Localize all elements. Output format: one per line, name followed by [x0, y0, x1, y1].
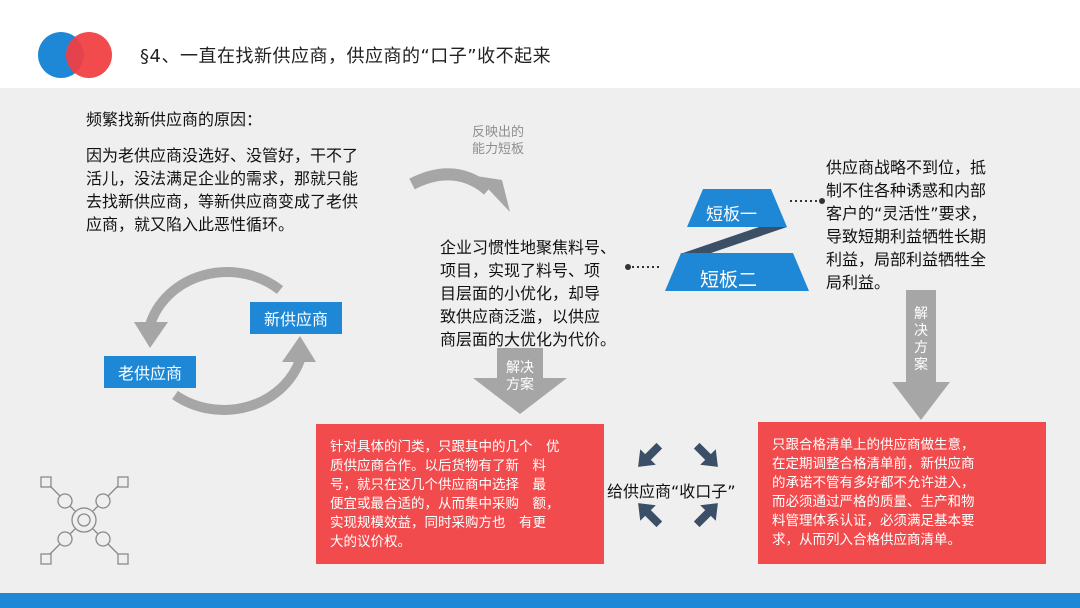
right-line: 导致短期利益牺牲长期 — [826, 227, 987, 246]
page-title: §4、一直在找新供应商，供应商的“口子”收不起来 — [140, 46, 552, 67]
solution-label-middle: 解决 方案 — [490, 360, 550, 394]
middle-paragraph: 企业习惯性地聚焦料号、 项目，实现了料号、项 目层面的小优化，却导 致供应商泛滥… — [440, 236, 616, 351]
right-solution-line: 而必须通过严格的质量、生产和物 — [772, 494, 975, 510]
solution-char: 方 — [914, 340, 928, 356]
middle-line: 项目，实现了料号、项 — [440, 261, 601, 280]
converge-arrows-icon — [638, 442, 718, 528]
shortboard-pyramid — [665, 189, 809, 291]
left-solution-box: 针对具体的门类，只跟其中的几个 优 质供应商合作。以后货物有了新 料 号，就只在… — [316, 424, 604, 564]
right-line: 局利益。 — [826, 273, 891, 292]
right-paragraph: 供应商战略不到位，抵 制不住各种诱惑和内部 客户的“灵活性”要求， 导致短期利益… — [826, 156, 987, 294]
reasons-line: 应商，就又陷入此恶性循环。 — [86, 215, 295, 234]
logo-circles — [38, 32, 112, 78]
right-solution-box: 只跟合格清单上的供应商做生意， 在定期调整合格清单前，新供应商 的承诺不管有多好… — [758, 422, 1046, 564]
capability-gap-label: 反映出的 能力短板 — [458, 124, 538, 158]
left-solution-line: 大的议价权。 — [330, 534, 411, 550]
middle-line: 致供应商泛滥，以供应 — [440, 307, 601, 326]
reasons-heading: 频繁找新供应商的原因： — [86, 110, 263, 129]
solution-char: 解 — [914, 306, 928, 322]
left-solution-line: 针对具体的门类，只跟其中的几个 优 — [330, 439, 560, 455]
dotted-connector-right — [790, 198, 825, 204]
right-solution-line: 在定期调整合格清单前，新供应商 — [772, 456, 975, 472]
right-line: 客户的“灵活性”要求， — [826, 204, 987, 223]
right-line: 制不住各种诱惑和内部 — [826, 181, 987, 200]
right-line: 供应商战略不到位，抵 — [826, 158, 987, 177]
new-supplier-label: 新供应商 — [250, 302, 342, 334]
solution-char: 决 — [914, 323, 928, 339]
footer-bar — [0, 593, 1080, 608]
solution-label-right: 解 决 方 案 — [910, 306, 932, 374]
network-icon — [40, 476, 129, 565]
reasons-line: 因为老供应商没选好、没管好，干不了 — [86, 146, 359, 165]
right-solution-line: 求，从而列入合格供应商清单。 — [772, 532, 961, 548]
capability-gap-line: 反映出的 — [471, 125, 524, 140]
middle-line: 企业习惯性地聚焦料号、 — [440, 238, 617, 257]
right-solution-line: 料管理体系认证，必须满足基本要 — [772, 513, 975, 529]
shortboard-two-label: 短板二 — [700, 269, 758, 291]
solution-arrow-middle — [473, 348, 567, 414]
left-solution-line: 实现规模效益，同时采购方也 有更 — [330, 515, 546, 531]
solution-char: 案 — [914, 357, 928, 373]
header-bar: §4、一直在找新供应商，供应商的“口子”收不起来 — [0, 0, 1080, 88]
middle-line: 目层面的小优化，却导 — [440, 284, 601, 303]
converge-label: 给供应商“收口子” — [607, 482, 736, 501]
dotted-connector-left — [625, 264, 660, 270]
reasons-paragraph: 因为老供应商没选好、没管好，干不了 活儿，没法满足企业的需求，那就只能 去找新供… — [86, 144, 358, 236]
left-solution-line: 质供应商合作。以后货物有了新 料 — [330, 458, 546, 474]
reasons-line: 去找新供应商，等新供应商变成了老供 — [86, 192, 359, 211]
right-line: 利益，局部利益牺牲全 — [826, 250, 987, 269]
middle-line: 商层面的大优化为代价。 — [440, 330, 617, 349]
shortboard-one-label: 短板一 — [706, 205, 757, 225]
capability-gap-line: 能力短板 — [471, 142, 524, 157]
cycle-arrows — [134, 267, 316, 415]
right-solution-line: 的承诺不管有多好都不允许进入， — [772, 475, 975, 491]
reasons-line: 活儿，没法满足企业的需求，那就只能 — [86, 169, 359, 188]
right-solution-line: 只跟合格清单上的供应商做生意， — [772, 437, 975, 453]
left-solution-line: 便宜或最合适的，从而集中采购 额， — [330, 496, 560, 512]
left-solution-line: 号，就只在这几个供应商中选择 最 — [330, 477, 546, 493]
old-supplier-label: 老供应商 — [104, 356, 196, 388]
capability-arrow — [409, 168, 510, 212]
solution-arrow-right — [892, 290, 950, 420]
solution-line: 解决 — [506, 360, 534, 376]
solution-line: 方案 — [506, 377, 534, 393]
